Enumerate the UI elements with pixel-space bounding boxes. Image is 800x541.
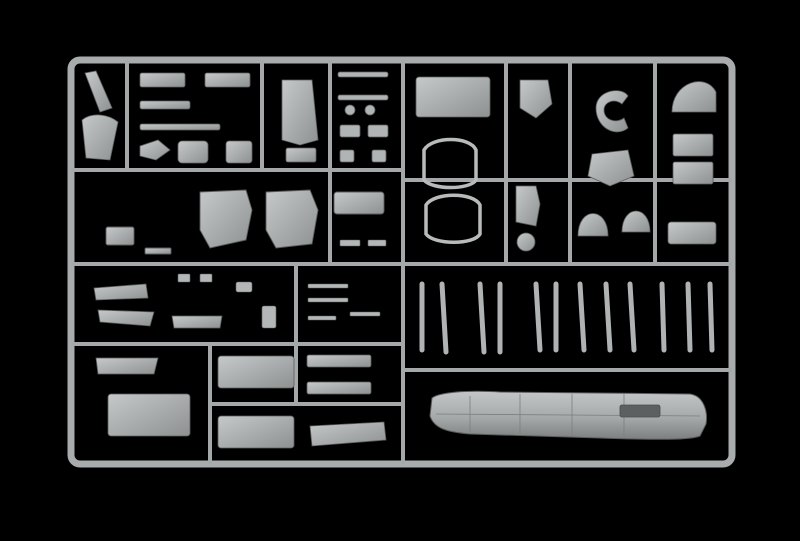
part-engine-block: [333, 191, 385, 215]
outer-runner: [67, 56, 736, 468]
parts-landing-gear: [419, 281, 715, 355]
part-bracket: [309, 421, 387, 447]
part-grid-1: [672, 133, 714, 157]
part-bit-4: [261, 305, 277, 329]
part-strip: [144, 247, 172, 255]
part-ring: [595, 90, 629, 133]
part-gear-5: [533, 281, 543, 353]
parts-upper-right: [415, 76, 717, 252]
part-floor: [95, 357, 159, 375]
part-nacelle: [671, 81, 717, 113]
part-fin-base: [285, 147, 317, 163]
parts-lower-left: [93, 283, 387, 449]
inner-runners: [71, 60, 732, 464]
part-panel-small: [105, 226, 135, 246]
part-gear-10: [659, 281, 667, 353]
part-armor-plate: [415, 76, 491, 118]
part-bit-5: [307, 283, 349, 289]
parts-canopies: [422, 137, 482, 244]
part-cockpit-panel: [139, 72, 186, 88]
part-gear-12: [707, 281, 715, 353]
part-rod-1: [337, 71, 389, 78]
parts-small-bits: [177, 239, 387, 329]
part-bit-7: [307, 315, 337, 321]
part-gear-8: [603, 281, 613, 353]
part-control-1: [139, 139, 171, 161]
part-wing-small-2: [81, 114, 119, 161]
part-strut-1: [93, 283, 149, 301]
part-block-2: [367, 124, 389, 138]
part-panel-ribbed-2: [217, 415, 295, 449]
part-panel-ribbed-1: [217, 355, 295, 389]
part-canopy-frame-1: [422, 137, 478, 190]
part-block-4: [371, 149, 387, 163]
part-gun-mount: [107, 393, 191, 437]
part-bit-2: [199, 273, 213, 283]
part-gear-7: [577, 281, 587, 353]
part-cockpit-frame: [204, 72, 251, 88]
part-seat-2: [225, 140, 253, 164]
parts-top-middle: [337, 71, 389, 163]
part-hood: [519, 79, 553, 119]
part-fuselage-half: [429, 390, 707, 440]
parts-top-left: [81, 70, 319, 164]
part-bar-long: [139, 100, 191, 110]
part-gear-2: [439, 281, 449, 355]
part-gear-11: [685, 281, 693, 353]
part-rod-2: [337, 94, 389, 101]
part-bit-10: [367, 239, 387, 247]
part-strut-2: [97, 309, 155, 327]
part-gear-9: [627, 281, 637, 353]
parts-cockpit-tubs: [105, 189, 385, 255]
part-panel-flat-1: [306, 354, 372, 368]
part-bit-3: [235, 281, 253, 293]
sprue-frame: [67, 56, 736, 468]
part-knob-1: [344, 104, 356, 116]
part-bar-short: [139, 123, 221, 131]
part-bulkhead: [515, 185, 541, 227]
part-knob-2: [364, 104, 376, 116]
part-gear-3: [477, 281, 487, 355]
part-seat-1: [177, 140, 209, 164]
part-bit-6: [307, 297, 349, 303]
part-strut-3: [171, 315, 223, 329]
part-block-1: [339, 124, 361, 138]
part-grid-2: [672, 161, 714, 185]
part-dome-1: [577, 213, 609, 237]
part-tub-left: [199, 189, 253, 249]
part-dome-2: [621, 210, 651, 233]
part-fin: [281, 79, 319, 146]
part-bit-9: [339, 239, 361, 247]
part-bit-8: [349, 311, 381, 317]
part-panel-flat-2: [306, 381, 372, 395]
part-bit-1: [177, 273, 191, 283]
fuselage-window: [619, 404, 661, 418]
part-box: [667, 221, 717, 245]
part-wheel: [516, 232, 536, 252]
part-canopy-frame-2: [424, 193, 482, 244]
part-shield-1: [587, 149, 635, 187]
part-wing-small-1: [84, 70, 113, 113]
part-block-3: [339, 149, 355, 163]
part-tub-right: [265, 189, 319, 249]
